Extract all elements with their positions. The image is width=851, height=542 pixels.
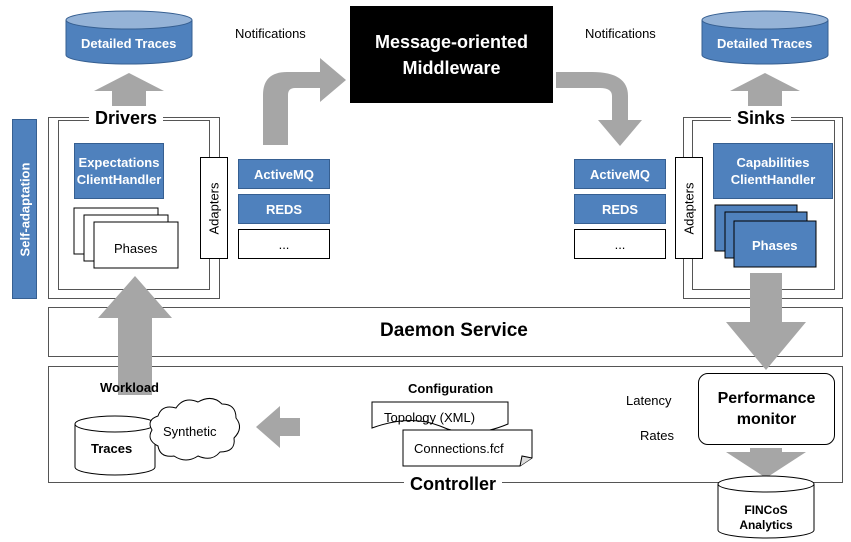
sinks-title: Sinks — [731, 108, 792, 129]
detailed-traces-right-cylinder — [701, 10, 829, 65]
arrow-monitor-to-analytics — [726, 448, 806, 478]
rates-label: Rates — [640, 428, 674, 443]
synthetic-label: Synthetic — [163, 424, 217, 439]
topology-document — [371, 401, 509, 434]
performance-line2: monitor — [736, 411, 797, 428]
traces-label: Traces — [91, 441, 133, 456]
capabilities-clienthandler-box: Capabilities ClientHandler — [713, 143, 833, 199]
notifications-left-label: Notifications — [235, 26, 306, 41]
controller-title: Controller — [404, 474, 503, 495]
fincos-analytics-label: FINCoS Analytics — [718, 500, 814, 536]
topology-label: Topology (XML) — [384, 410, 476, 425]
drivers-adapters-label: Adapters — [206, 181, 222, 235]
detailed-traces-left-label: Detailed Traces — [81, 36, 177, 51]
expectations-line2: ClientHandler — [76, 172, 162, 187]
middleware-line2: Middleware — [402, 57, 501, 78]
expectations-clienthandler-box: Expectations ClientHandler — [74, 143, 164, 199]
arrow-config-to-workload — [256, 406, 300, 448]
daemon-service-title: Daemon Service — [380, 320, 528, 341]
sinks-adapters-label: Adapters — [681, 181, 697, 235]
middleware-line1: Message-oriented — [374, 31, 529, 52]
arrow-sinks-to-monitor — [726, 273, 806, 370]
connections-label: Connections.fcf — [414, 441, 504, 456]
arrow-up-sinks-traces — [730, 73, 800, 106]
self-adaptation-label: Self-adaptation — [17, 162, 32, 256]
notifications-right-label: Notifications — [585, 26, 656, 41]
performance-line1: Performance — [717, 390, 816, 407]
drivers-phase-page-3 — [93, 221, 179, 269]
adapter-activemq-right: ActiveMQ — [574, 159, 666, 189]
adapter-activemq-left: ActiveMQ — [238, 159, 330, 189]
sinks-phases-label: Phases — [752, 238, 798, 253]
adapter-more-right: ... — [574, 229, 666, 259]
workload-label: Workload — [100, 380, 159, 395]
detailed-traces-right-label: Detailed Traces — [717, 36, 813, 51]
self-adaptation-bar: Self-adaptation — [12, 119, 37, 299]
capabilities-line1: Capabilities — [736, 155, 810, 170]
synthetic-cloud — [149, 398, 240, 461]
daemon-service-panel — [48, 307, 843, 357]
fincos-analytics-cylinder — [717, 475, 815, 539]
fincos-line1: FINCoS — [744, 503, 788, 517]
capabilities-line2: ClientHandler — [730, 172, 816, 187]
configuration-label: Configuration — [408, 381, 494, 396]
latency-label: Latency — [626, 393, 672, 408]
arrow-middleware-to-sinks — [556, 72, 642, 146]
sinks-phase-page-3 — [733, 220, 817, 268]
traces-cylinder — [74, 415, 156, 476]
adapter-reds-right: REDS — [574, 194, 666, 224]
drivers-adapters-box: Adapters — [200, 157, 228, 259]
adapter-reds-left: REDS — [238, 194, 330, 224]
arrow-up-drivers-traces — [94, 73, 164, 106]
arrow-drivers-to-middleware — [263, 58, 346, 145]
expectations-line1: Expectations — [78, 155, 160, 170]
arrow-workload-up — [98, 276, 172, 395]
drivers-phases-label: Phases — [114, 241, 158, 256]
sinks-adapters-box: Adapters — [675, 157, 703, 259]
fincos-line2: Analytics — [739, 518, 793, 532]
drivers-title: Drivers — [89, 108, 164, 129]
performance-monitor-box: Performance monitor — [698, 373, 835, 445]
middleware-box: Message-oriented Middleware — [350, 6, 553, 103]
detailed-traces-left-cylinder — [65, 10, 193, 65]
adapter-more-left: ... — [238, 229, 330, 259]
